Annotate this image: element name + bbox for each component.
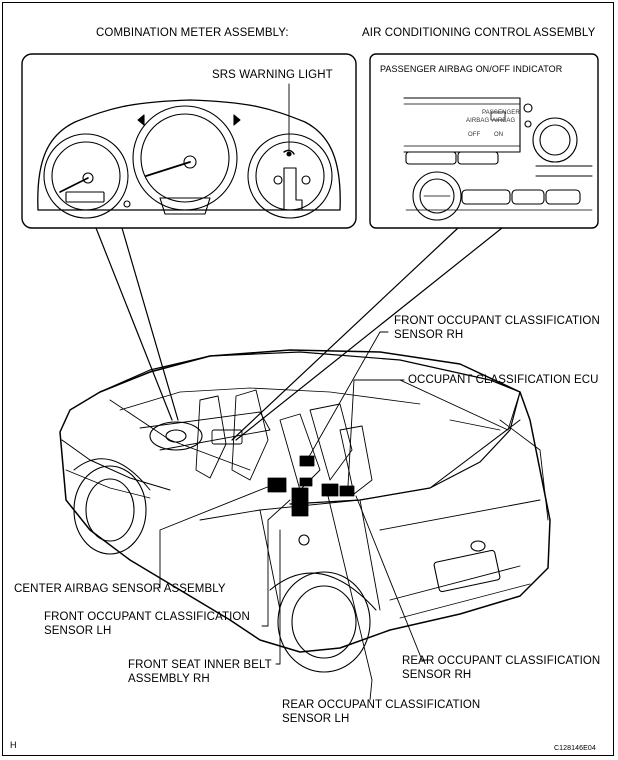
front-occupant-sensor-rh-label: FRONT OCCUPANT CLASSIFICATION SENSOR RH — [394, 315, 600, 341]
passenger-airbag-indicator-label: PASSENGER AIRBAG ON/OFF INDICATOR — [380, 64, 563, 74]
panel-airbag-off-text: AIRBAG OFF — [466, 118, 490, 138]
footer-left-code: H — [10, 740, 17, 750]
combination-meter-label: COMBINATION METER ASSEMBLY: — [96, 27, 289, 39]
panel-passenger-text: PASSENGER — [482, 110, 520, 116]
rear-occupant-sensor-lh-label: REAR OCCUPANT CLASSIFICATION SENSOR LH — [282, 699, 481, 725]
inset-leader-lines — [95, 227, 503, 441]
occupant-classification-ecu-label: OCCUPANT CLASSIFICATION ECU — [408, 374, 599, 386]
rear-occupant-sensor-rh-label: REAR OCCUPANT CLASSIFICATION SENSOR RH — [402, 655, 601, 681]
air-conditioning-label: AIR CONDITIONING CONTROL ASSEMBLY — [362, 27, 596, 39]
front-occupant-sensor-lh-label: FRONT OCCUPANT CLASSIFICATION SENSOR LH — [44, 611, 250, 637]
footer-figure-code: C128146E04 — [554, 745, 596, 752]
combination-meter-inset — [21, 53, 357, 229]
label-leaders — [159, 331, 521, 701]
front-seat-inner-belt-label: FRONT SEAT INNER BELT ASSEMBLY RH — [128, 659, 272, 685]
srs-warning-light-label: SRS WARNING LIGHT — [212, 69, 333, 81]
vehicle-illustration — [59, 349, 551, 673]
center-airbag-sensor-label: CENTER AIRBAG SENSOR ASSEMBLY — [14, 583, 226, 595]
ac-control-inset — [369, 53, 599, 229]
panel-airbag-on-text: AIRBAG ON — [492, 118, 516, 138]
